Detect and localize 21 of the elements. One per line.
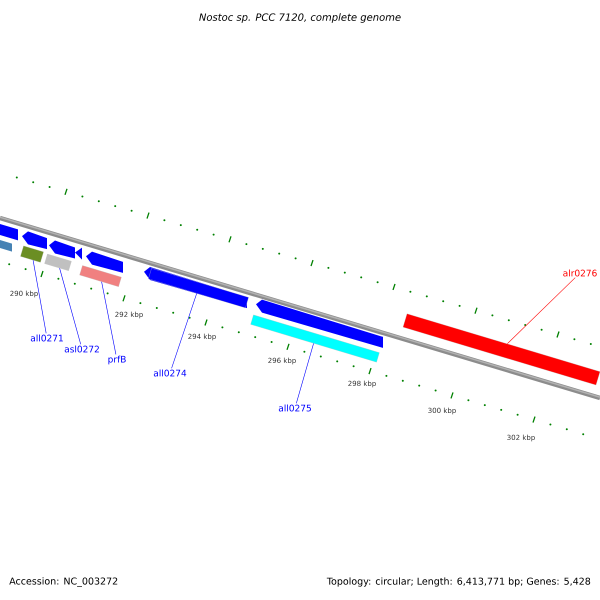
leader-line — [32, 260, 46, 334]
leader-line — [507, 277, 576, 344]
title: Nostoc sp. PCC 7120, complete genome — [199, 13, 401, 23]
gene-label: all0275 — [278, 404, 311, 412]
gene-bar — [20, 246, 44, 263]
accession-text: Accession: NC_003272 — [9, 577, 118, 587]
leader-line — [296, 343, 314, 404]
genome-stats-text: Topology: circular; Length: 6,413,771 bp; Genes: 5,428 — [326, 577, 590, 587]
gene-bar — [79, 265, 122, 287]
gene-bar — [148, 268, 249, 308]
leader-line — [59, 268, 81, 345]
gene-label: all0274 — [154, 370, 186, 376]
gene-bar — [44, 254, 72, 271]
gene-bar — [402, 314, 600, 386]
gene-label: prfB — [108, 356, 126, 364]
gene-bar — [250, 314, 380, 362]
gene-label: alr0276 — [563, 270, 597, 276]
gene-label: all0271 — [30, 334, 63, 342]
leader-line — [101, 282, 116, 355]
leader-line — [171, 293, 197, 369]
gene-label: asl0272 — [64, 346, 99, 352]
